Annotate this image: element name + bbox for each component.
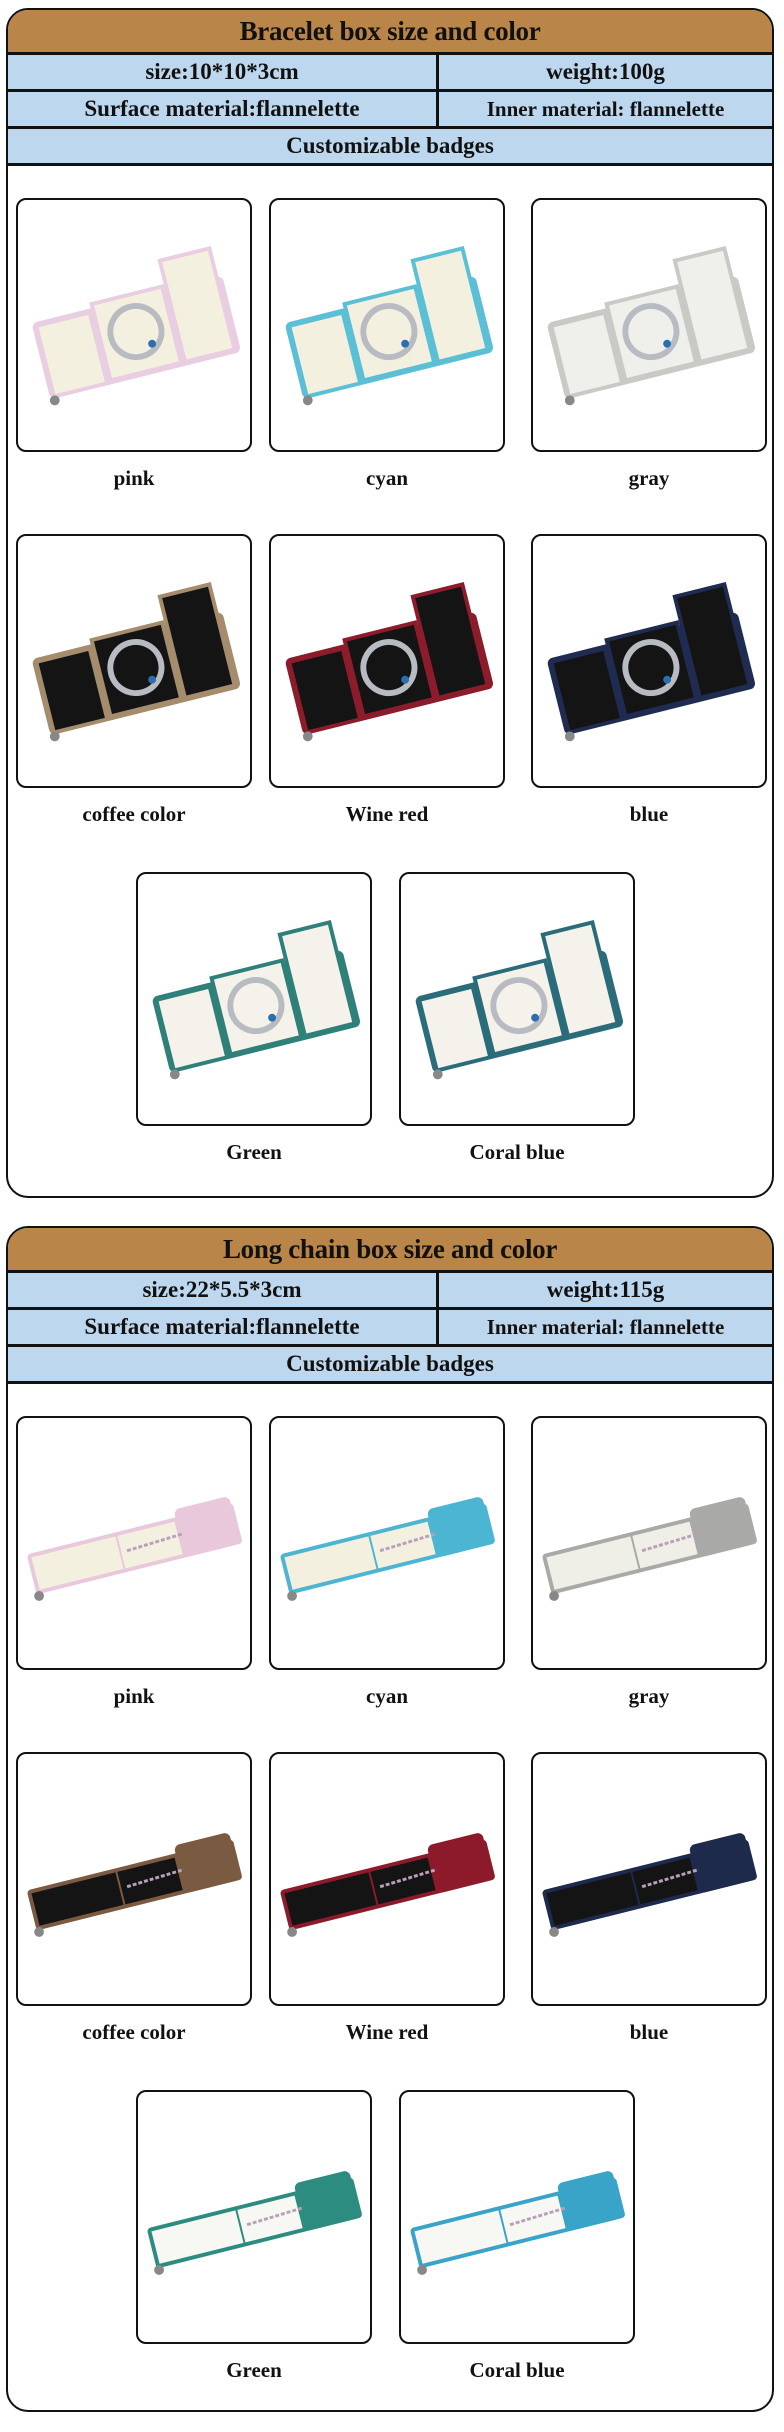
surface-material-spec: Surface material:flannelette (8, 92, 439, 126)
color-label: Green (226, 1140, 282, 1164)
product-image-coral-blue (399, 2090, 635, 2344)
product-image-coffee-color (16, 1752, 252, 2006)
product-image-wine-red (269, 534, 505, 788)
product-image-wine-red (269, 1752, 505, 2006)
customizable-badges-note: Customizable badges (286, 133, 494, 158)
weight-spec: weight:100g (546, 59, 665, 84)
size-spec: size:22*5.5*3cm (8, 1273, 439, 1307)
color-label: gray (628, 466, 670, 490)
inner-material-spec: Inner material: flannelette (486, 96, 725, 121)
color-label: cyan (366, 466, 408, 490)
section-title: Bracelet box size and color (8, 10, 772, 55)
customizable-badges-note: Customizable badges (286, 1351, 494, 1376)
section-title: Long chain box size and color (8, 1228, 772, 1273)
color-label: gray (628, 1684, 670, 1708)
weight-spec: weight:115g (546, 1277, 665, 1302)
product-image-green (136, 2090, 372, 2344)
bracelet-box-section: Bracelet box size and color size:10*10*3… (6, 8, 774, 1198)
inner-material-spec: Inner material: flannelette (486, 1314, 725, 1339)
product-image-cyan (269, 1416, 505, 1670)
color-label: Coral blue (469, 1140, 565, 1164)
color-label: Green (226, 2358, 282, 2382)
product-image-pink (16, 198, 252, 452)
surface-material-spec: Surface material:flannelette (8, 1310, 439, 1344)
color-label: blue (629, 2020, 669, 2044)
color-label: blue (629, 802, 669, 826)
color-label: cyan (366, 1684, 408, 1708)
product-image-coral-blue (399, 872, 635, 1126)
color-label: pink (113, 1684, 155, 1708)
color-label: Wine red (345, 802, 429, 826)
long-chain-box-section: Long chain box size and color size:22*5.… (6, 1226, 774, 2412)
product-image-blue (531, 1752, 767, 2006)
color-label: Coral blue (469, 2358, 565, 2382)
product-image-gray (531, 198, 767, 452)
size-spec: size:10*10*3cm (8, 55, 439, 89)
product-image-coffee-color (16, 534, 252, 788)
product-image-gray (531, 1416, 767, 1670)
product-image-pink (16, 1416, 252, 1670)
product-image-cyan (269, 198, 505, 452)
product-image-green (136, 872, 372, 1126)
color-label: coffee color (82, 2020, 186, 2044)
color-label: Wine red (345, 2020, 429, 2044)
product-image-blue (531, 534, 767, 788)
color-label: pink (113, 466, 155, 490)
color-label: coffee color (82, 802, 186, 826)
